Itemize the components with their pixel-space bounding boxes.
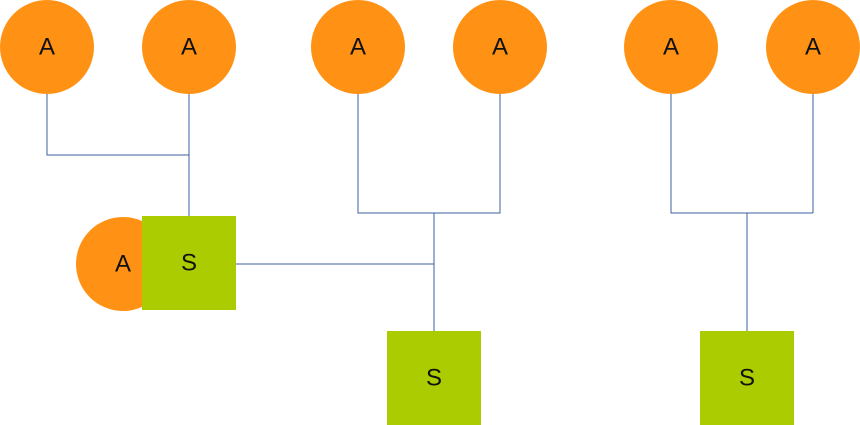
node-label: A <box>663 34 679 61</box>
node-label: S <box>181 250 197 277</box>
node-label: A <box>492 34 508 61</box>
connectors <box>46 93 814 331</box>
node-a5: A <box>624 0 718 94</box>
node-a2: A <box>142 0 236 94</box>
node-s2: S <box>387 331 481 425</box>
connector-a1-s1 <box>46 93 189 156</box>
node-label: A <box>805 34 821 61</box>
node-s1: S <box>142 216 236 310</box>
s-square <box>700 331 794 425</box>
node-label: A <box>115 251 131 278</box>
agent-circle <box>624 0 718 94</box>
node-a1: A <box>0 0 94 94</box>
agent-circle <box>311 0 405 94</box>
connector-a5-s3 <box>670 93 813 214</box>
node-s3: S <box>700 331 794 425</box>
node-label: A <box>181 34 197 61</box>
node-label: A <box>39 34 55 61</box>
node-label: S <box>739 365 755 392</box>
agent-circle <box>142 0 236 94</box>
s-square <box>387 331 481 425</box>
node-a6: A <box>766 0 860 94</box>
node-a4: A <box>453 0 547 94</box>
agent-circle <box>766 0 860 94</box>
connector-a4-s2 <box>434 93 501 214</box>
node-label: A <box>350 34 366 61</box>
connector-a3-s2 <box>357 93 434 214</box>
node-a3: A <box>311 0 405 94</box>
s-square <box>142 216 236 310</box>
agent-circle <box>453 0 547 94</box>
node-label: S <box>426 365 442 392</box>
agent-circle <box>0 0 94 94</box>
